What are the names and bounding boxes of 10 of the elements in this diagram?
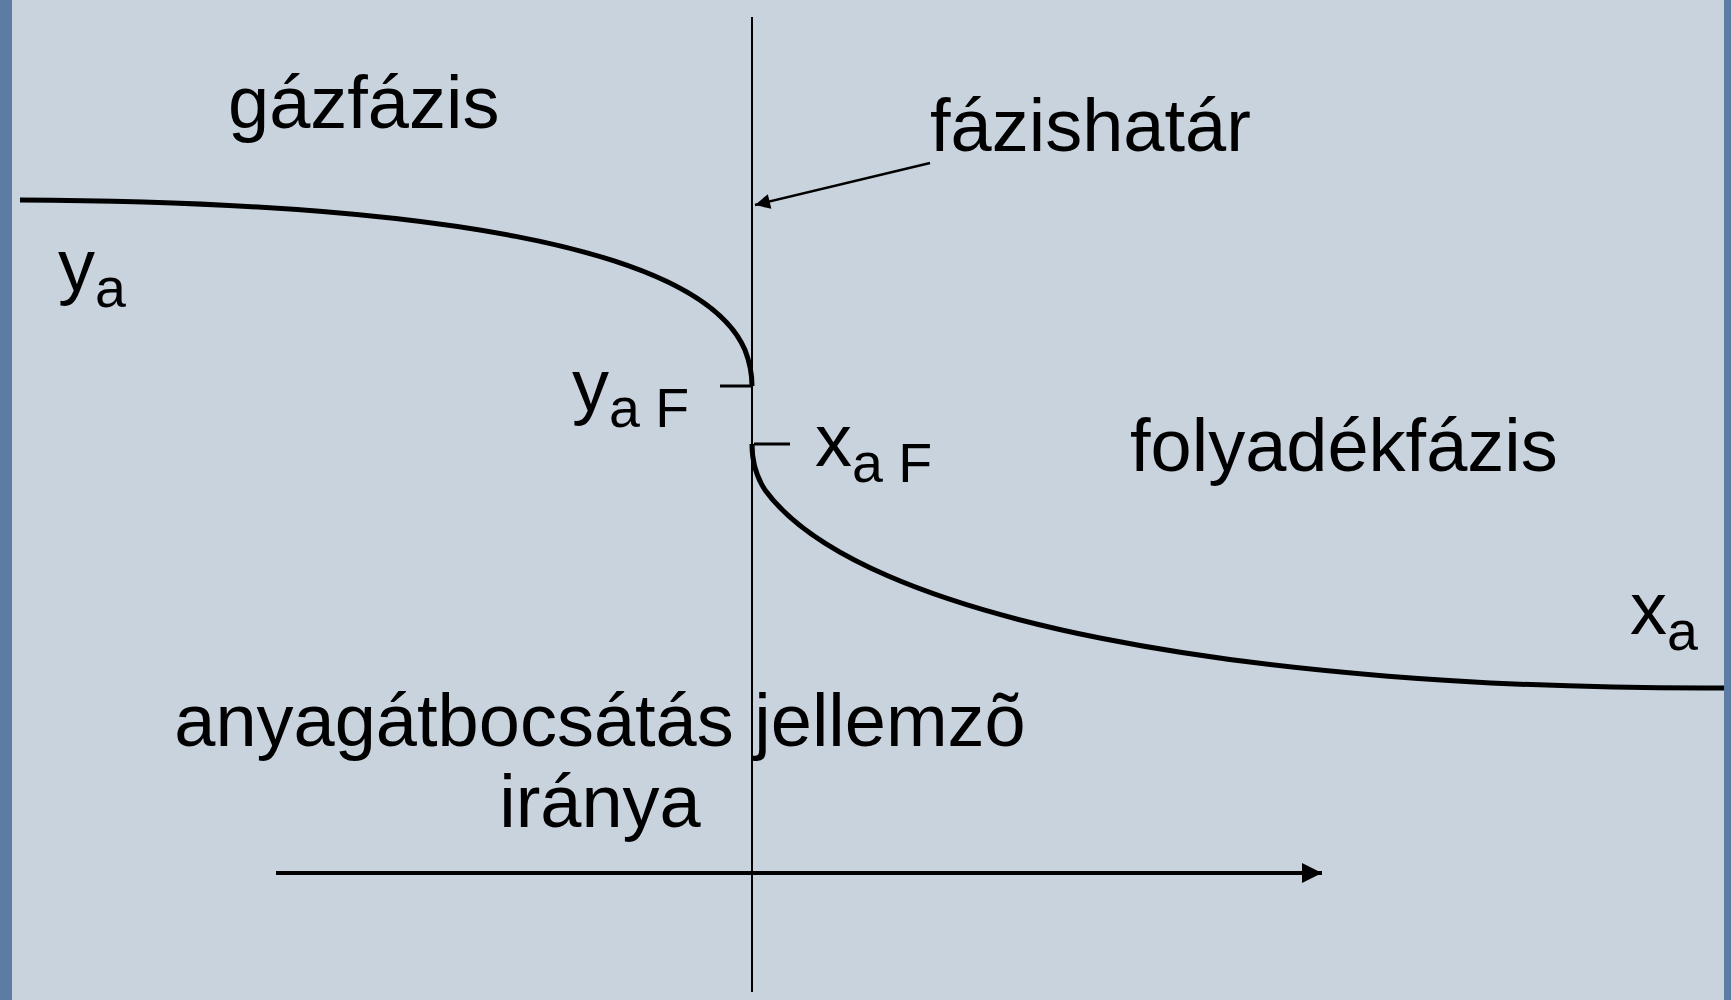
variable-label: x$_{a}$	[1630, 568, 1698, 662]
phase-boundary-line	[751, 16, 753, 993]
variable-label: x$_{a F}$	[815, 400, 933, 494]
phase-label: gázfázis	[228, 62, 500, 144]
phase-label: folyadékfázis	[1130, 405, 1558, 487]
variable-label: y$_{a F}$	[572, 345, 690, 439]
leader-line	[754, 161, 931, 209]
boundary-label: fázishatár	[930, 85, 1251, 167]
variable-label: y$_{a}$	[58, 225, 126, 319]
direction-caption: anyagátbocsátás jellemzõ iránya	[173, 680, 1027, 843]
